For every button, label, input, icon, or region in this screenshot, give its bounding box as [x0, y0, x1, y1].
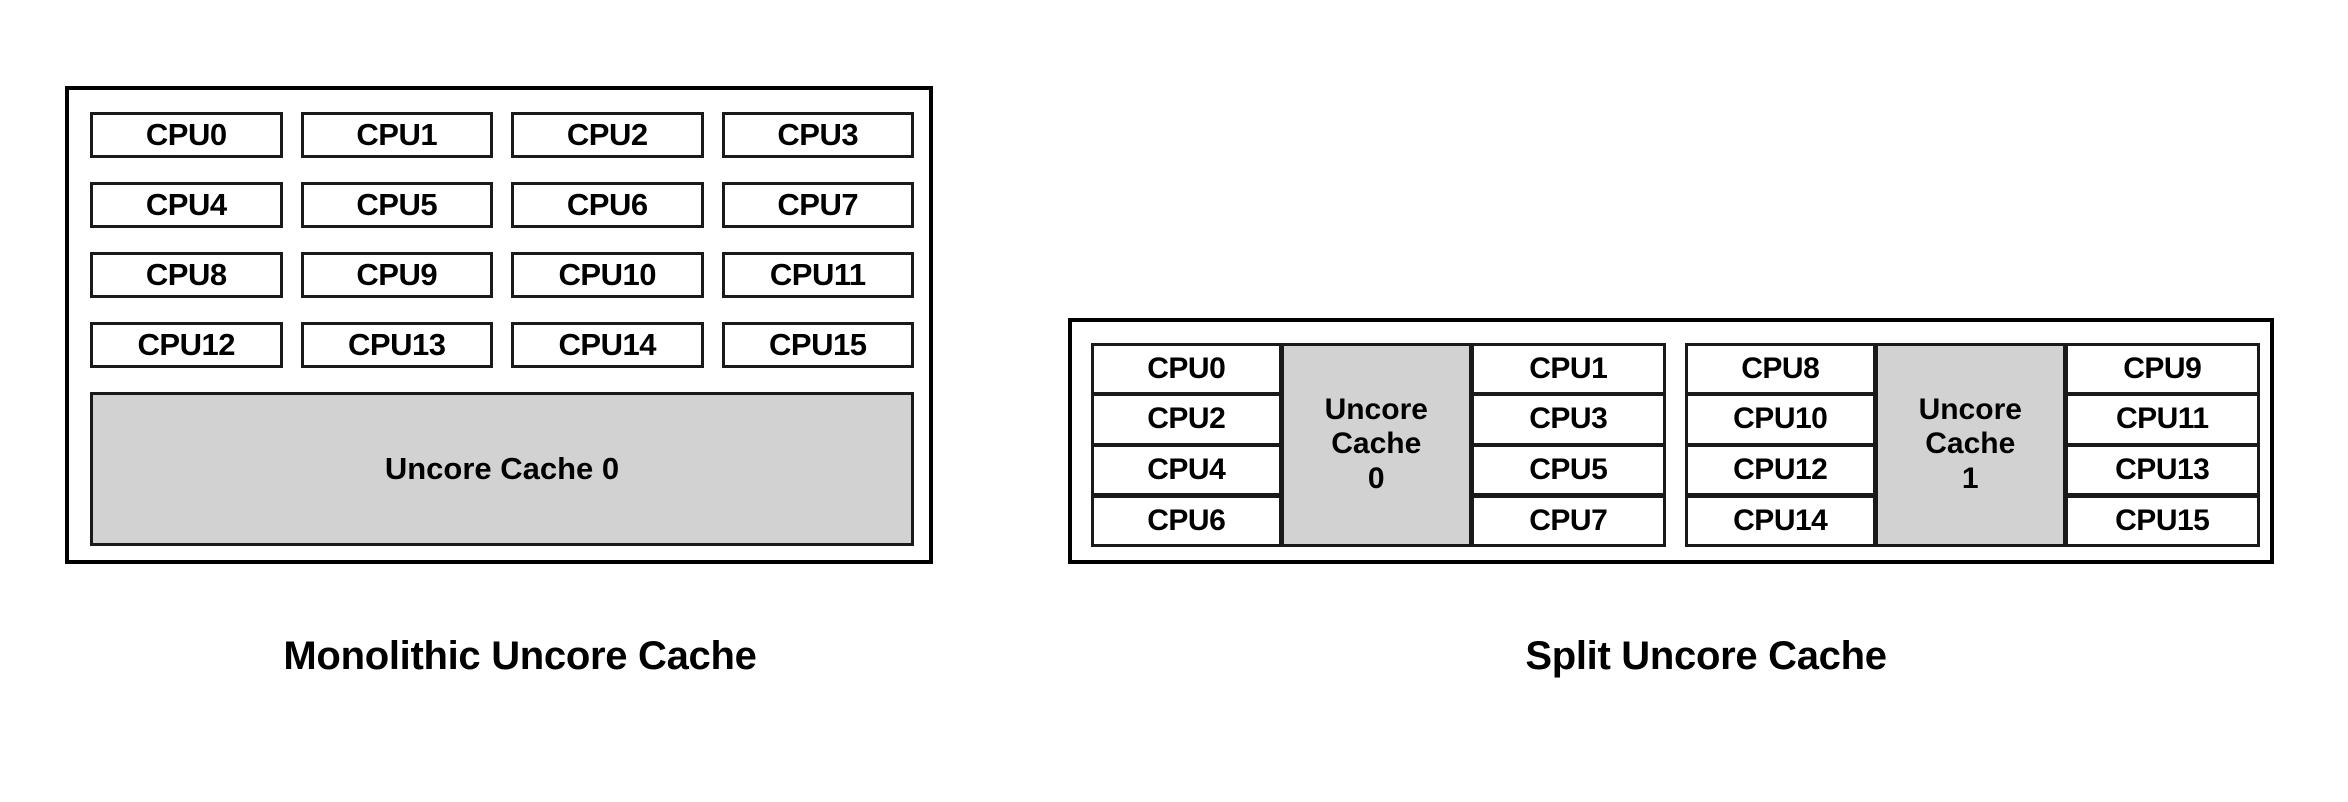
- cpu-cell: CPU9: [300, 252, 493, 298]
- cpu-cell: CPU1: [1470, 342, 1666, 395]
- cache-label-line-1: Uncore: [1324, 392, 1428, 426]
- cpu-cell: CPU13: [2064, 444, 2260, 497]
- split-cluster-0: CPU0 CPU1 CPU2 CPU3 CPU4 CPU5 CPU6 CPU7 …: [1090, 342, 1666, 547]
- cpu-cell: CPU0: [90, 112, 283, 158]
- cpu-cell: CPU10: [511, 252, 704, 298]
- cpu-cell: CPU15: [2064, 494, 2260, 547]
- split-package-outline: CPU0 CPU1 CPU2 CPU3 CPU4 CPU5 CPU6 CPU7 …: [1068, 318, 2274, 564]
- cpu-cell: CPU3: [721, 112, 914, 158]
- cpu-cell: CPU4: [90, 182, 283, 228]
- cpu-cell: CPU11: [2064, 393, 2260, 446]
- cpu-cell: CPU8: [1684, 342, 1876, 395]
- caption-monolithic: Monolithic Uncore Cache: [283, 634, 757, 678]
- cpu-cell: CPU5: [300, 182, 493, 228]
- cpu-cell: CPU12: [1684, 444, 1876, 497]
- cpu-cell: CPU0: [1090, 342, 1282, 395]
- cpu-cell: CPU7: [721, 182, 914, 228]
- cpu-cell: CPU7: [1470, 494, 1666, 547]
- cpu-cell: CPU11: [721, 252, 914, 298]
- cpu-cell: CPU13: [300, 322, 493, 368]
- cpu-cell: CPU4: [1090, 444, 1282, 497]
- cpu-cell: CPU14: [511, 322, 704, 368]
- cache-label-line-3: 1: [1961, 462, 1979, 496]
- uncore-cache-block: Uncore Cache 0: [90, 392, 914, 546]
- cpu-cell: CPU6: [1090, 494, 1282, 547]
- uncore-cache-block: Uncore Cache 0: [1280, 342, 1472, 547]
- cpu-cell: CPU12: [90, 322, 283, 368]
- cache-label-line-3: 0: [1367, 462, 1385, 496]
- cpu-cell: CPU15: [721, 322, 914, 368]
- cpu-cell: CPU6: [511, 182, 704, 228]
- monolithic-package-outline: CPU0 CPU1 CPU2 CPU3 CPU4 CPU5 CPU6 CPU7 …: [65, 86, 933, 564]
- cpu-cell: CPU1: [300, 112, 493, 158]
- cache-label-line-2: Cache: [1331, 427, 1422, 461]
- cpu-cell: CPU2: [1090, 393, 1282, 446]
- cpu-cell: CPU14: [1684, 494, 1876, 547]
- cache-label-line-1: Uncore: [1918, 392, 2022, 426]
- cpu-cell: CPU8: [90, 252, 283, 298]
- cpu-cell: CPU5: [1470, 444, 1666, 497]
- monolithic-cpu-grid: CPU0 CPU1 CPU2 CPU3 CPU4 CPU5 CPU6 CPU7 …: [90, 112, 914, 368]
- cache-label-line-2: Cache: [1925, 427, 2016, 461]
- cpu-cell: CPU3: [1470, 393, 1666, 446]
- caption-split: Split Uncore Cache: [1525, 634, 1887, 678]
- cpu-cell: CPU10: [1684, 393, 1876, 446]
- cpu-cell: CPU2: [511, 112, 704, 158]
- split-cluster-1: CPU8 CPU9 CPU10 CPU11 CPU12 CPU13 CPU14 …: [1684, 342, 2260, 547]
- cpu-cell: CPU9: [2064, 342, 2260, 395]
- uncore-cache-block: Uncore Cache 1: [1874, 342, 2066, 547]
